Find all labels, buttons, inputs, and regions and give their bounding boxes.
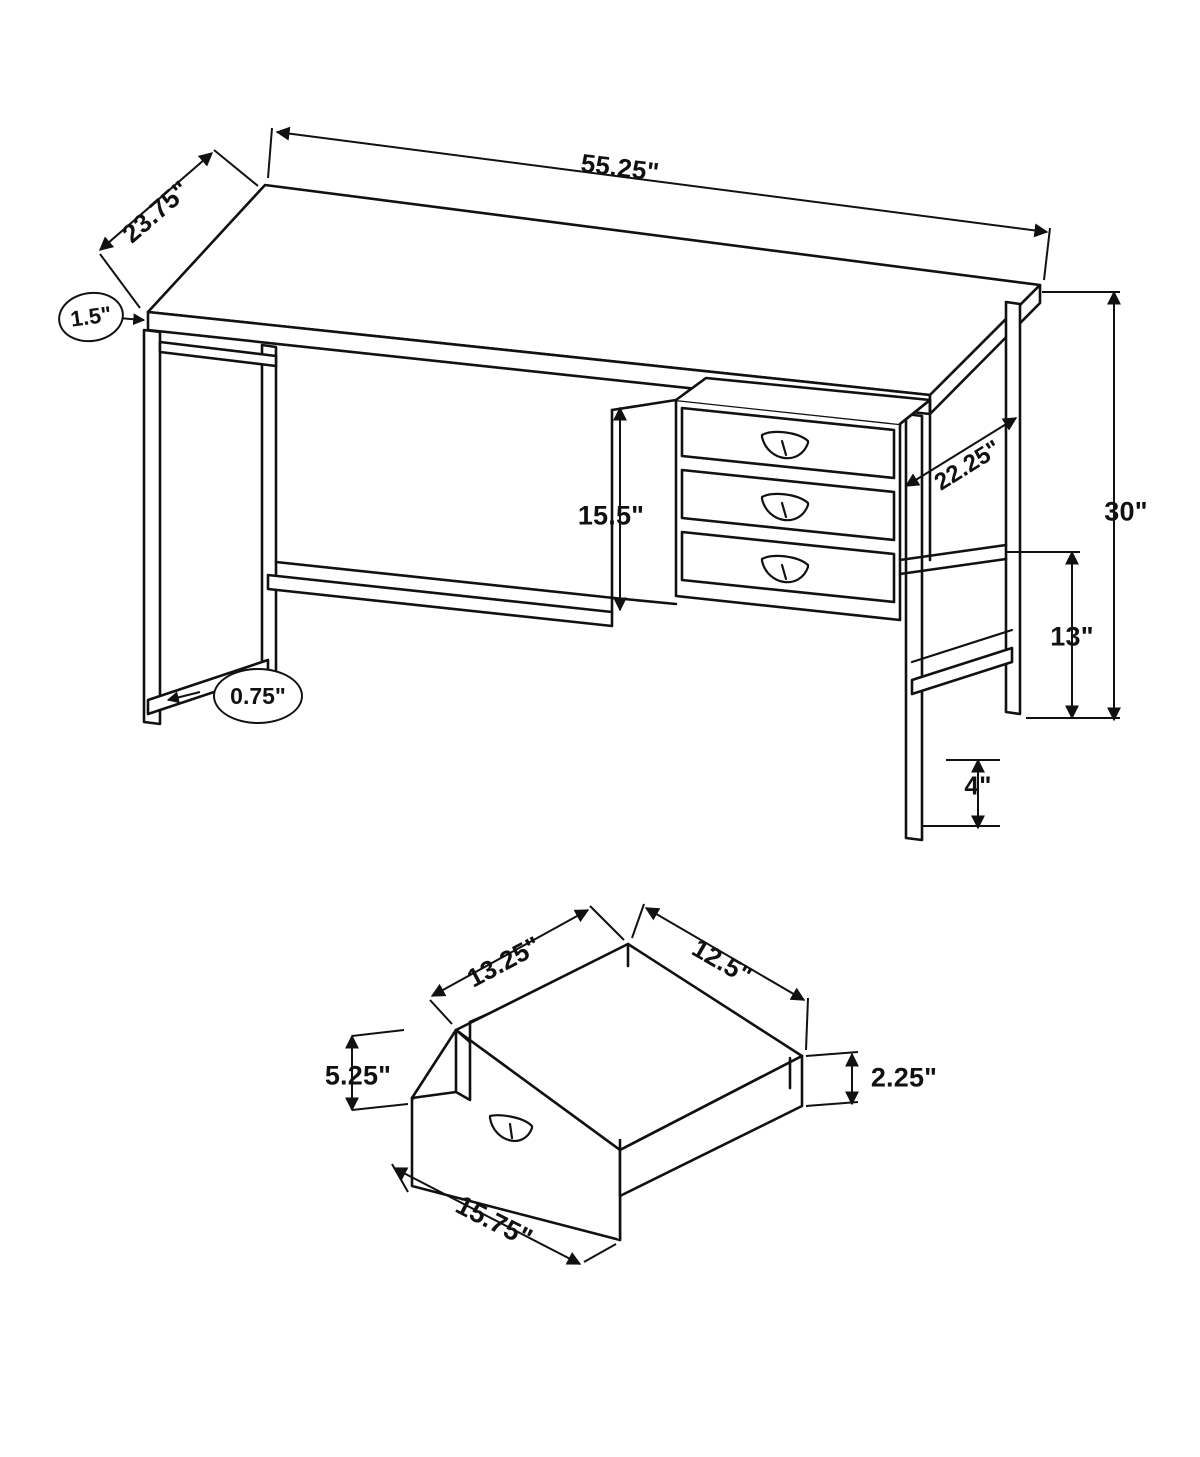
dim-clearance-height: 13" — [1050, 621, 1094, 652]
dim-desk-height: 30" — [1104, 496, 1148, 527]
desk-dimension-lines — [98, 126, 1121, 830]
dim-foot-height: 4" — [964, 770, 992, 801]
dim-drawer-bank-height: 15.5" — [577, 500, 645, 531]
desk-body — [142, 183, 1042, 842]
dim-drawer-side-height: 2.25" — [870, 1062, 938, 1093]
drawer-dimension-lines — [345, 903, 859, 1265]
dim-drawer-front-height: 5.25" — [324, 1060, 392, 1091]
dim-leg-thickness: 0.75" — [213, 668, 303, 724]
